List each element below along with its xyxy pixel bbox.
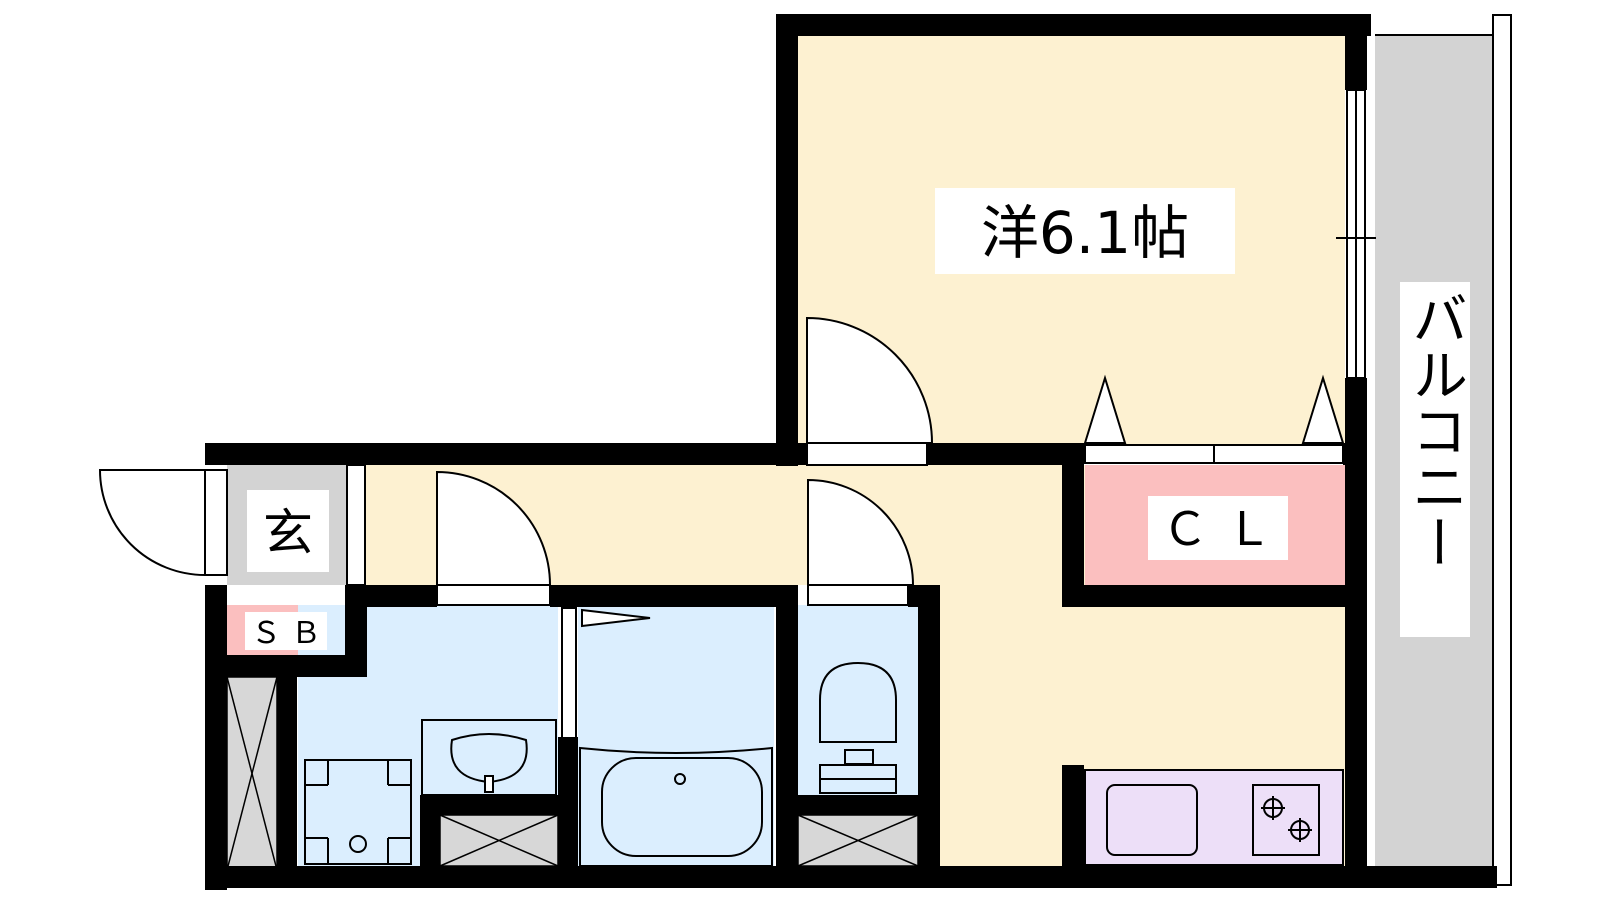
western-room-label: 洋6.1帖 xyxy=(981,199,1189,267)
closet-label-bg xyxy=(1148,496,1288,560)
bathtub-icon xyxy=(579,746,773,867)
shoe-box-label-bg xyxy=(245,612,327,650)
washing-machine-icon xyxy=(304,759,412,865)
balcony-rail xyxy=(1492,14,1512,886)
balcony-label-bg xyxy=(1400,282,1470,637)
walls xyxy=(205,14,1497,890)
toilet-icon xyxy=(819,661,897,794)
entrance-label-bg xyxy=(247,490,329,572)
door-washroom xyxy=(436,470,552,606)
entrance-label: 玄 xyxy=(263,504,313,562)
wash-basin-icon xyxy=(421,719,557,796)
western-room-label-bg xyxy=(935,188,1235,274)
kitchen-sink-icon xyxy=(1106,784,1198,856)
door-entrance xyxy=(98,464,366,586)
balcony-window xyxy=(1336,89,1376,379)
closet-label: ＣＬ xyxy=(1162,502,1290,556)
stove-icon xyxy=(1252,784,1320,856)
door-closet xyxy=(1083,374,1345,464)
storage-x-marks xyxy=(226,676,919,871)
balcony-label: バルコニー xyxy=(1403,290,1468,570)
door-toilet xyxy=(807,478,915,606)
door-bathroom xyxy=(561,607,651,739)
door-western-room xyxy=(806,316,934,466)
shoe-box-label: ＳＢ xyxy=(251,616,331,651)
